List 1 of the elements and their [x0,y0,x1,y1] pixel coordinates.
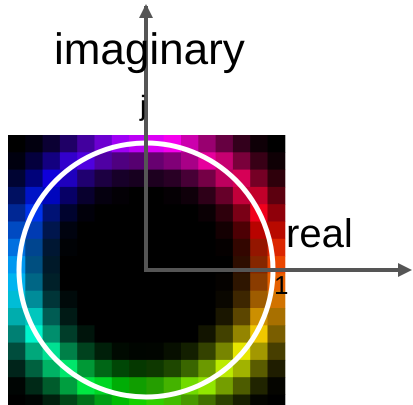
axis-label: real [286,214,353,254]
